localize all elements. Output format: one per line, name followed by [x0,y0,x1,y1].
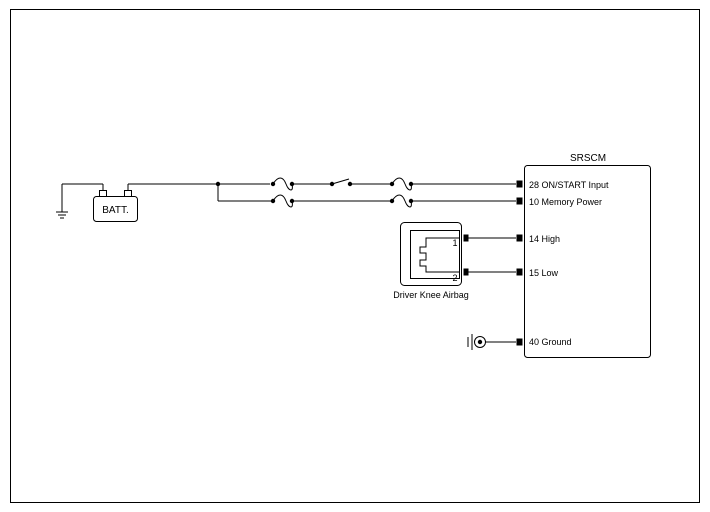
pin-label-14: 14 High [529,234,560,244]
fuse-icon [389,177,414,191]
module-title: SRSCM [570,153,606,164]
airbag-pin-1-label: 1 [452,238,457,248]
driver-knee-airbag: 1 2 Driver Knee Airbag [393,222,469,300]
pin-label-10: 10 Memory Power [529,197,602,207]
diagram-frame [10,9,700,503]
srscm-module: SRSCM 28 ON/START Input 10 Memory Power … [516,153,651,358]
squib-icon [419,237,459,273]
airbag-label: Driver Knee Airbag [393,290,469,300]
pin-label-15: 15 Low [529,268,559,278]
pin-label-28: 28 ON/START Input [529,180,609,190]
module-body [524,165,651,358]
fuse-icon [270,194,295,208]
ignition-switch-icon [329,178,353,187]
splice-dot [215,181,221,187]
battery-body [93,196,138,222]
pin-terminal [516,180,523,188]
fuse-icon [270,177,295,191]
airbag-body [400,222,462,286]
pin-terminal [516,197,523,205]
pin-terminal [516,268,523,276]
pin-terminal [516,338,523,346]
battery: BATT. [93,190,138,222]
pin-terminal [516,234,523,242]
ground-terminal-icon [467,334,486,350]
battery-label: BATT. [102,205,128,216]
chassis-ground-icon [56,184,68,219]
fuse-icon [389,194,414,208]
pin-label-40: 40 Ground [529,337,572,347]
airbag-pin-2-label: 2 [452,273,457,283]
